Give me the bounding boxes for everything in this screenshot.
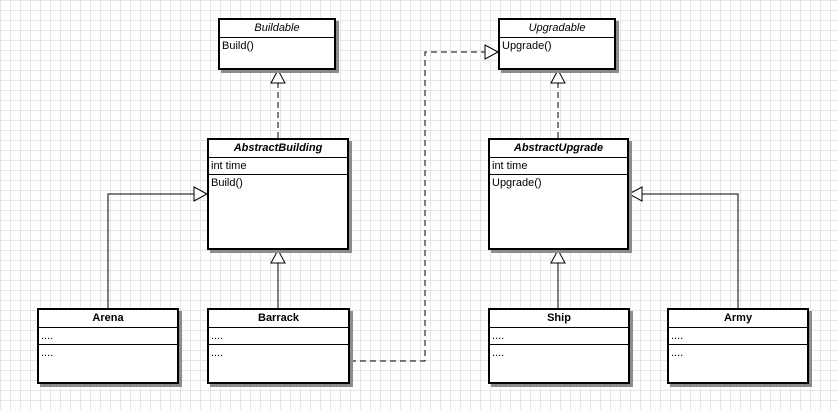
- class-attributes: ....: [209, 328, 348, 345]
- class-abstract-building[interactable]: AbstractBuilding int time Build(): [207, 138, 349, 250]
- class-upgradable[interactable]: Upgradable Upgrade(): [498, 18, 616, 70]
- class-army[interactable]: Army .... ....: [667, 308, 809, 384]
- class-methods: Upgrade(): [492, 177, 542, 189]
- class-attributes: ....: [39, 328, 177, 345]
- class-attributes: int time: [490, 158, 627, 175]
- realization-abstractbuilding-buildable[interactable]: [270, 68, 286, 138]
- generalization-barrack-abstractbuilding[interactable]: [270, 248, 286, 308]
- generalization-army-abstractupgrade[interactable]: [627, 186, 739, 308]
- class-methods: ....: [671, 347, 684, 359]
- class-methods: ....: [41, 347, 54, 359]
- class-name: Upgradable: [500, 20, 614, 38]
- class-buildable[interactable]: Buildable Build(): [218, 18, 336, 70]
- class-attributes: ....: [669, 328, 807, 345]
- class-attributes: int time: [209, 158, 347, 175]
- class-methods: Build(): [211, 177, 243, 189]
- class-arena[interactable]: Arena .... ....: [37, 308, 179, 384]
- class-barrack[interactable]: Barrack .... ....: [207, 308, 350, 384]
- class-methods: ....: [211, 347, 224, 359]
- class-name: Barrack: [209, 310, 348, 328]
- class-methods: Build(): [222, 40, 254, 52]
- class-name: Ship: [490, 310, 628, 328]
- class-attributes: ....: [490, 328, 628, 345]
- class-ship[interactable]: Ship .... ....: [488, 308, 630, 384]
- class-methods: Upgrade(): [502, 40, 552, 52]
- realization-abstractupgrade-upgradable[interactable]: [550, 68, 566, 138]
- generalization-arena-abstractbuilding[interactable]: [107, 186, 209, 308]
- class-name: Buildable: [220, 20, 334, 38]
- class-methods: ....: [492, 347, 505, 359]
- class-name: Arena: [39, 310, 177, 328]
- realization-barrack-upgradable[interactable]: [350, 44, 500, 362]
- class-abstract-upgrade[interactable]: AbstractUpgrade int time Upgrade(): [488, 138, 629, 250]
- generalization-ship-abstractupgrade[interactable]: [550, 248, 566, 308]
- class-name: AbstractBuilding: [209, 140, 347, 158]
- class-name: AbstractUpgrade: [490, 140, 627, 158]
- class-name: Army: [669, 310, 807, 328]
